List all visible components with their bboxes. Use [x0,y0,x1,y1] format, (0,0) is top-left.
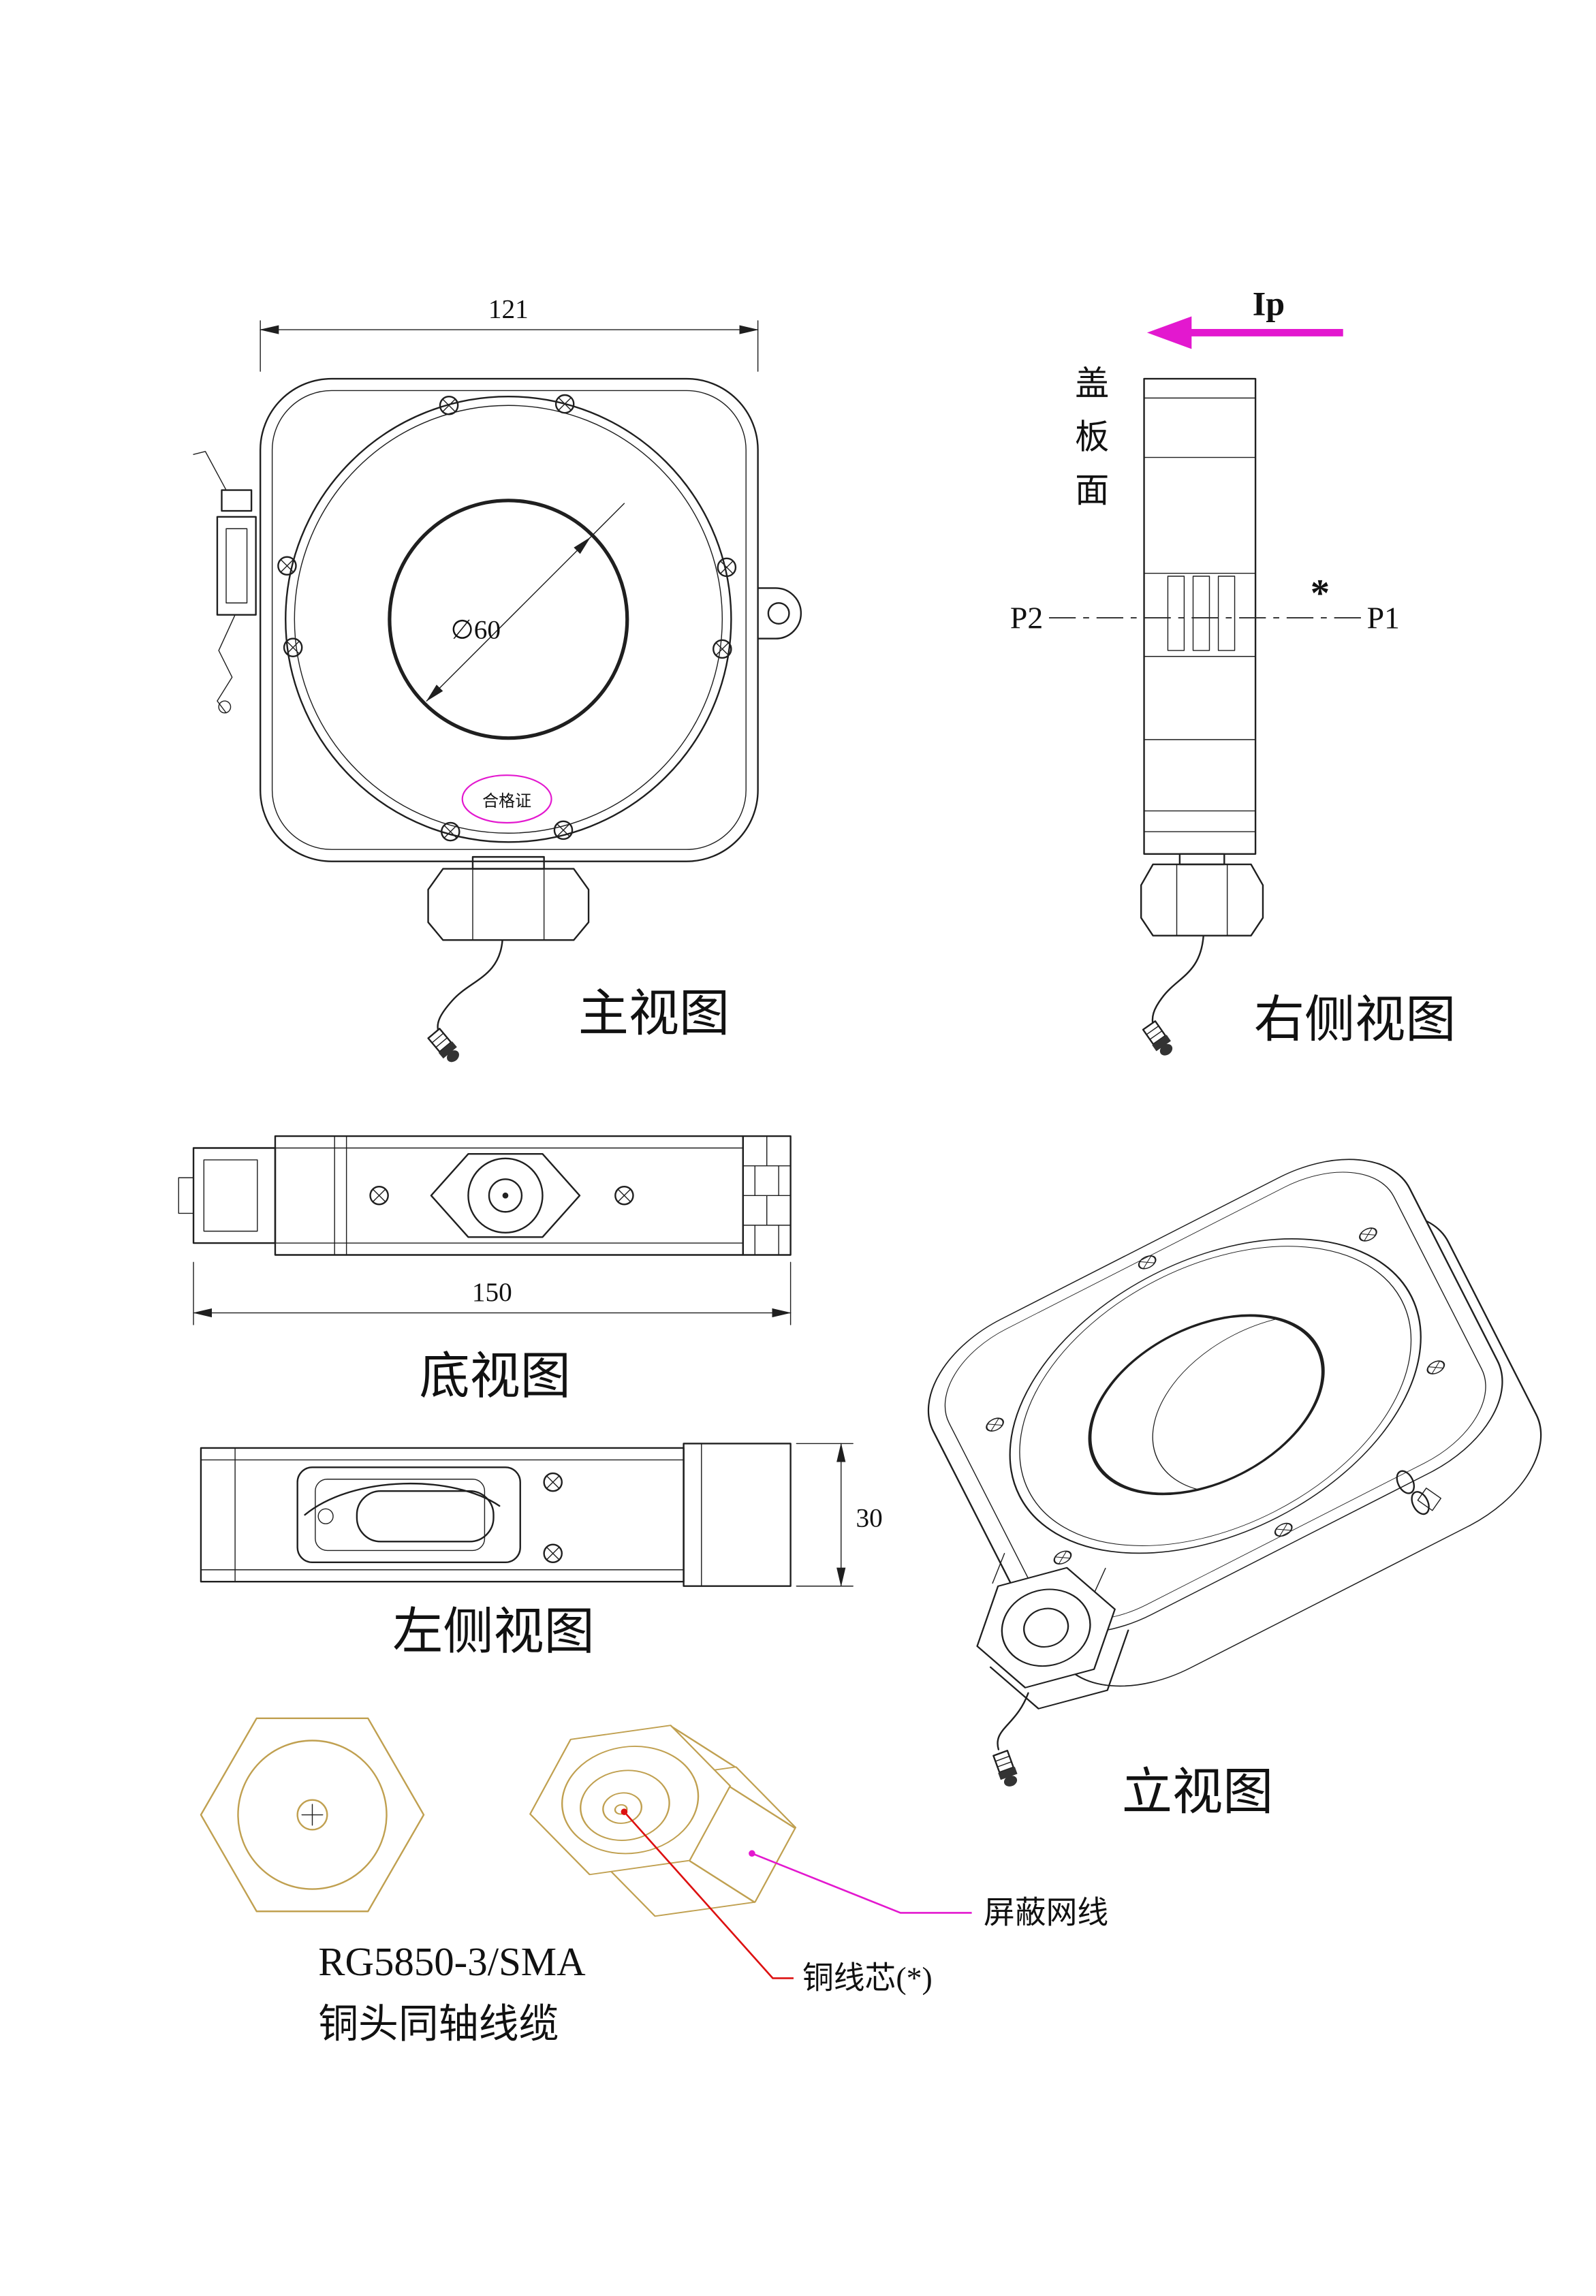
bottom-body-seams [275,1135,744,1256]
right-nut [1140,863,1264,937]
shield-label: 屏蔽网线 [984,1896,1108,1930]
cert-text: 合格证 [482,792,531,811]
front-ring-outer [285,395,732,843]
front-cable [437,939,503,1033]
iso-nut [976,1567,1129,1710]
core-leader-line [623,1811,794,1979]
left-view-label: 左侧视图 [392,1604,595,1660]
bottom-view-label: 底视图 [419,1349,570,1404]
right-body [1143,377,1257,855]
right-view-label: 右侧视图 [1254,992,1456,1048]
front-nut [427,868,590,941]
ip-label: Ip [1253,284,1285,322]
right-body-seams [1143,397,1256,832]
right-nut-neck [1178,853,1225,866]
isometric-view: 立视图 [927,1159,1542,1821]
iso-view-label: 立视图 [1122,1765,1273,1821]
dim-bore-line [426,537,591,702]
front-nut-neck [471,855,545,870]
connector-3d [529,1725,797,1917]
bottom-left-connector [178,1147,277,1244]
front-ring-seam [294,405,723,834]
right-side-view: Ip 盖 板 面 P2 P1 * 右侧视图 [1010,284,1456,1060]
bottom-hex-circle-inner [488,1178,523,1213]
front-plate-outline [259,377,759,862]
bottom-view: 150 底视图 [178,1135,792,1404]
iso-side-boss [1396,1470,1441,1515]
connector-cable-name-text: 铜头同轴线缆 [318,2002,559,2047]
left-latch [296,1466,521,1564]
front-plate-inner-outline [271,390,747,850]
core-label: 铜线芯(*) [802,1961,933,1996]
p1-label: P1 [1367,600,1400,635]
front-bore [388,499,629,740]
right-body-comb [1167,576,1236,651]
left-body-seams [200,1447,685,1582]
cert-ellipse [461,774,552,824]
left-screw-bottom [543,1543,563,1564]
dim-length-text: 150 [472,1278,512,1307]
iso-sma-connector [991,1749,1022,1790]
connector-model-text: RG5850-3/SMA [318,1940,586,1984]
shield-leader-dot [749,1850,755,1857]
front-sma-connector [426,1026,465,1067]
left-screw-top [543,1472,563,1492]
bottom-screw-left [369,1185,389,1206]
asterisk-mark: * [1311,572,1330,615]
p2-label: P2 [1010,600,1043,635]
cover-plate-char-1: 盖 [1075,364,1109,403]
ip-arrowhead-icon [1146,316,1192,349]
left-side-view: 30 左侧视图 [200,1443,883,1660]
front-view-label: 主视图 [578,986,730,1042]
dim-bore-text: ∅60 [451,616,501,645]
right-nut-facets [1176,864,1228,937]
iso-cable [997,1692,1029,1750]
dim-height-extension-lines [796,1443,854,1587]
cable-connector-detail: 屏蔽网线 铜线芯(*) RG5850-3/SMA 铜头同轴线缆 [200,1717,1108,2047]
dim-width-text: 121 [488,295,529,324]
iso-face [927,1159,1503,1633]
connector-front-hex [200,1717,425,1913]
front-lug [757,587,802,640]
dim-height-text: 30 [856,1504,883,1533]
right-sma-connector [1141,1019,1178,1060]
cover-plate-char-3: 面 [1075,471,1109,509]
bottom-hex-boss [430,1153,581,1238]
dim-bore-extension [589,503,625,539]
bottom-brick-pattern [742,1135,792,1256]
front-clamp [193,451,257,714]
bottom-hex-center-dot [502,1192,509,1199]
bottom-hex-circle-outer [467,1157,544,1233]
dim-width-extension-lines [260,320,759,372]
front-view: 121 ∅60 合格证 [193,295,802,1067]
front-nut-facets [472,868,545,941]
left-end-block [683,1443,792,1587]
cover-plate-char-2: 板 [1075,418,1109,456]
shield-leader-line [751,1853,972,1914]
bottom-screw-right [614,1185,634,1206]
right-cable [1151,934,1204,1026]
